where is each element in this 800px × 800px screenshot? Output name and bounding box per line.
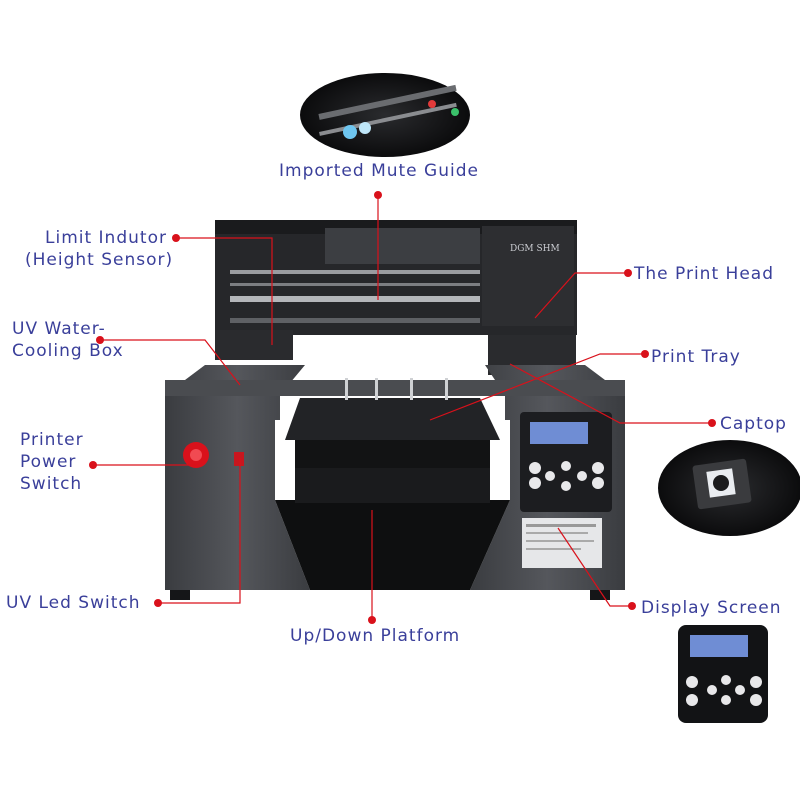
label-mute-guide: Imported Mute Guide xyxy=(279,161,479,181)
label-print-head: The Print Head xyxy=(634,264,774,284)
brand-text: DGM SHM xyxy=(510,244,560,254)
gantry xyxy=(215,220,577,375)
label-print-tray: Print Tray xyxy=(651,347,741,367)
label-captop: Captop xyxy=(720,414,787,434)
display-inset xyxy=(678,625,768,723)
label-display-screen: Display Screen xyxy=(641,598,782,618)
label-platform: Up/Down Platform xyxy=(290,626,461,646)
label-limit-inductor: Limit Indutor (Height Sensor) xyxy=(25,228,174,270)
mute-guide-inset xyxy=(300,73,470,157)
print-tray xyxy=(285,378,500,503)
label-power-switch: Printer Power Switch xyxy=(20,430,84,494)
label-uv-cooling-box: UV Water- Cooling Box xyxy=(12,319,124,361)
captop-inset xyxy=(658,440,800,536)
callout-lines xyxy=(93,195,712,620)
control-panel xyxy=(520,412,612,568)
callout-dots xyxy=(89,191,716,624)
label-uv-led-switch: UV Led Switch xyxy=(6,593,141,613)
led-switch-icon xyxy=(234,452,244,466)
